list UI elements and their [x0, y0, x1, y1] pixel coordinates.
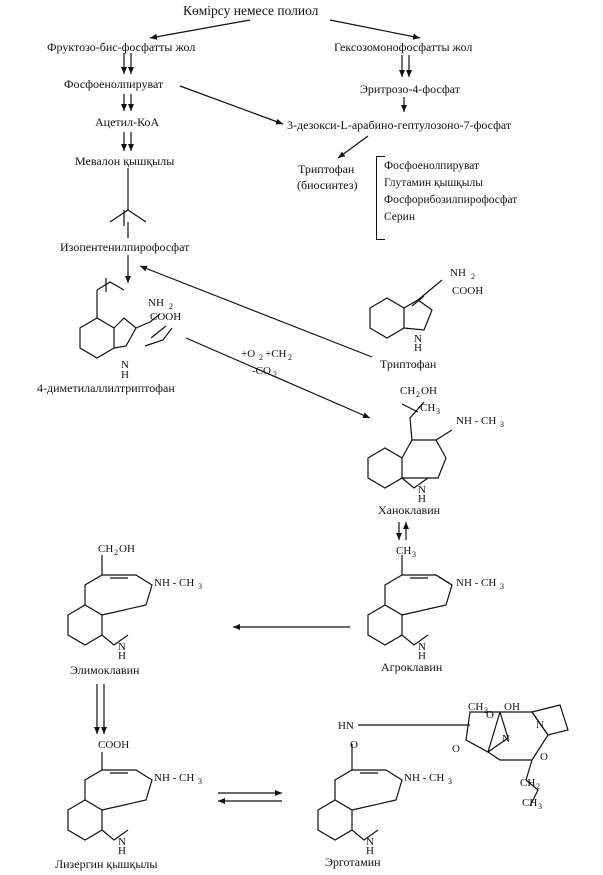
agro-nhch3: NH - CH [456, 577, 496, 589]
svg-text:2: 2 [288, 353, 292, 362]
tryptophan-structure [369, 279, 443, 339]
elymo-nhch3: NH - CH [154, 577, 194, 589]
svg-text:2: 2 [114, 548, 118, 557]
trp-cooh: COOH [452, 285, 483, 297]
svg-text:N: N [414, 333, 422, 345]
reaction-minus-co2: -CO [252, 365, 271, 377]
acetyl-coa-label: Ацетил-КоА [95, 115, 160, 129]
dmat-structure [79, 278, 173, 359]
pep-label: Фосфоенолпируват [64, 77, 164, 91]
dmat-label: 4-диметилаллилтриптофан [37, 381, 175, 395]
elymo-ch2oh: CH [98, 543, 113, 555]
svg-text:N: N [418, 484, 426, 496]
svg-text:3: 3 [484, 706, 488, 715]
svg-text:OH: OH [119, 543, 135, 555]
reaction-plus-o2: +O [241, 348, 255, 360]
svg-text:H: H [414, 342, 422, 354]
svg-text:CH: CH [522, 797, 537, 809]
svg-text:3: 3 [538, 802, 542, 811]
ergo-ch2: CH [520, 777, 535, 789]
svg-text:3: 3 [412, 550, 416, 559]
tryptophan-label: Триптофан [380, 357, 437, 371]
reaction-plus-ch2: +CH [265, 348, 287, 360]
trp-input-item: Серин [384, 211, 415, 223]
chanoclavine-structure [367, 401, 453, 489]
ergo-oh: OH [504, 701, 520, 713]
lys-nhch3: NH - CH [154, 772, 194, 784]
trp-biosynthesis-label1: Триптофан [298, 162, 355, 176]
svg-text:N: N [502, 733, 510, 745]
svg-text:N: N [366, 836, 374, 848]
ergo-hn: HN [338, 720, 354, 732]
agro-ch3: CH [396, 545, 411, 557]
lysergic-acid-label: Лизергин қышқылы [55, 857, 158, 871]
ipp-label: Изопентенилпирофосфат [60, 240, 190, 254]
bracket [376, 156, 385, 240]
svg-text:O: O [540, 751, 548, 763]
svg-text:O: O [452, 743, 460, 755]
lys-cooh: COOH [98, 739, 129, 751]
dmat-nh2: NH [148, 297, 164, 309]
ergotamine-label: Эрготамин [325, 855, 381, 869]
lysergic-structure [67, 752, 153, 841]
svg-text:O: O [350, 739, 358, 751]
svg-text:2: 2 [259, 353, 263, 362]
svg-text:3: 3 [198, 582, 202, 591]
svg-text:3: 3 [436, 407, 440, 416]
ergo-nhch3: NH - CH [404, 772, 444, 784]
svg-text:3: 3 [198, 777, 202, 786]
svg-text:OH: OH [421, 385, 437, 397]
dmat-nh: N [121, 359, 129, 371]
trp-input-item: Фосфоенолпируват [384, 160, 480, 172]
arrow-title-to-left [149, 19, 251, 40]
svg-text:N: N [118, 836, 126, 848]
ergo-ch3: CH [468, 701, 483, 713]
svg-text:3: 3 [500, 582, 504, 591]
right-path-label: Гексозомонофосфатты жол [334, 40, 473, 54]
elymoclavine-structure [67, 555, 153, 646]
trp-input-item: Глутамин қышқылы [384, 177, 483, 189]
svg-text:H: H [121, 369, 129, 381]
chano-ch2oh: CH [400, 385, 415, 397]
svg-text:2: 2 [536, 782, 540, 791]
diagram-title: Көмірсу немесе полиол [183, 3, 319, 18]
elymoclavine-label: Элимоклавин [70, 663, 140, 677]
svg-text:N: N [118, 641, 126, 653]
trp-nh2: NH [450, 267, 466, 279]
svg-text:H: H [118, 845, 126, 857]
dmat-cooh: COOH [150, 311, 181, 323]
erythrose-label: Эритрозо-4-фосфат [360, 82, 460, 96]
svg-text:3: 3 [500, 420, 504, 429]
svg-text:3: 3 [448, 777, 452, 786]
svg-text:2: 2 [416, 390, 420, 399]
agroclavine-structure [367, 555, 453, 646]
svg-text:H: H [118, 650, 126, 662]
trp-input-item: Фосфорибозилпирофосфат [384, 194, 518, 206]
svg-text:H: H [366, 845, 374, 857]
svg-text:2: 2 [471, 272, 475, 281]
svg-text:N: N [418, 641, 426, 653]
dahp-label: 3-дезокси-L-арабино-гептулозоно-7-фосфат [287, 118, 512, 132]
agroclavine-label: Агроклавин [381, 660, 443, 674]
svg-text:2: 2 [169, 302, 173, 311]
svg-text:H: H [418, 650, 426, 662]
svg-text:2: 2 [273, 370, 277, 379]
chanoclavine-label: Ханоклавин [378, 503, 441, 517]
left-path-label: Фруктозо-бис-фосфатты жол [47, 40, 196, 54]
chano-nhch3: NH - CH [456, 415, 496, 427]
svg-text:N: N [536, 719, 544, 731]
arrow-title-to-right [329, 19, 421, 40]
svg-text:O: O [486, 709, 494, 721]
chano-ch3: CH [420, 402, 435, 414]
mevalon-label: Мевалон қышқылы [75, 154, 175, 168]
trp-biosynthesis-label2: (биосинтез) [297, 178, 358, 192]
svg-text:H: H [418, 493, 426, 505]
ergotamine-structure [317, 704, 569, 841]
